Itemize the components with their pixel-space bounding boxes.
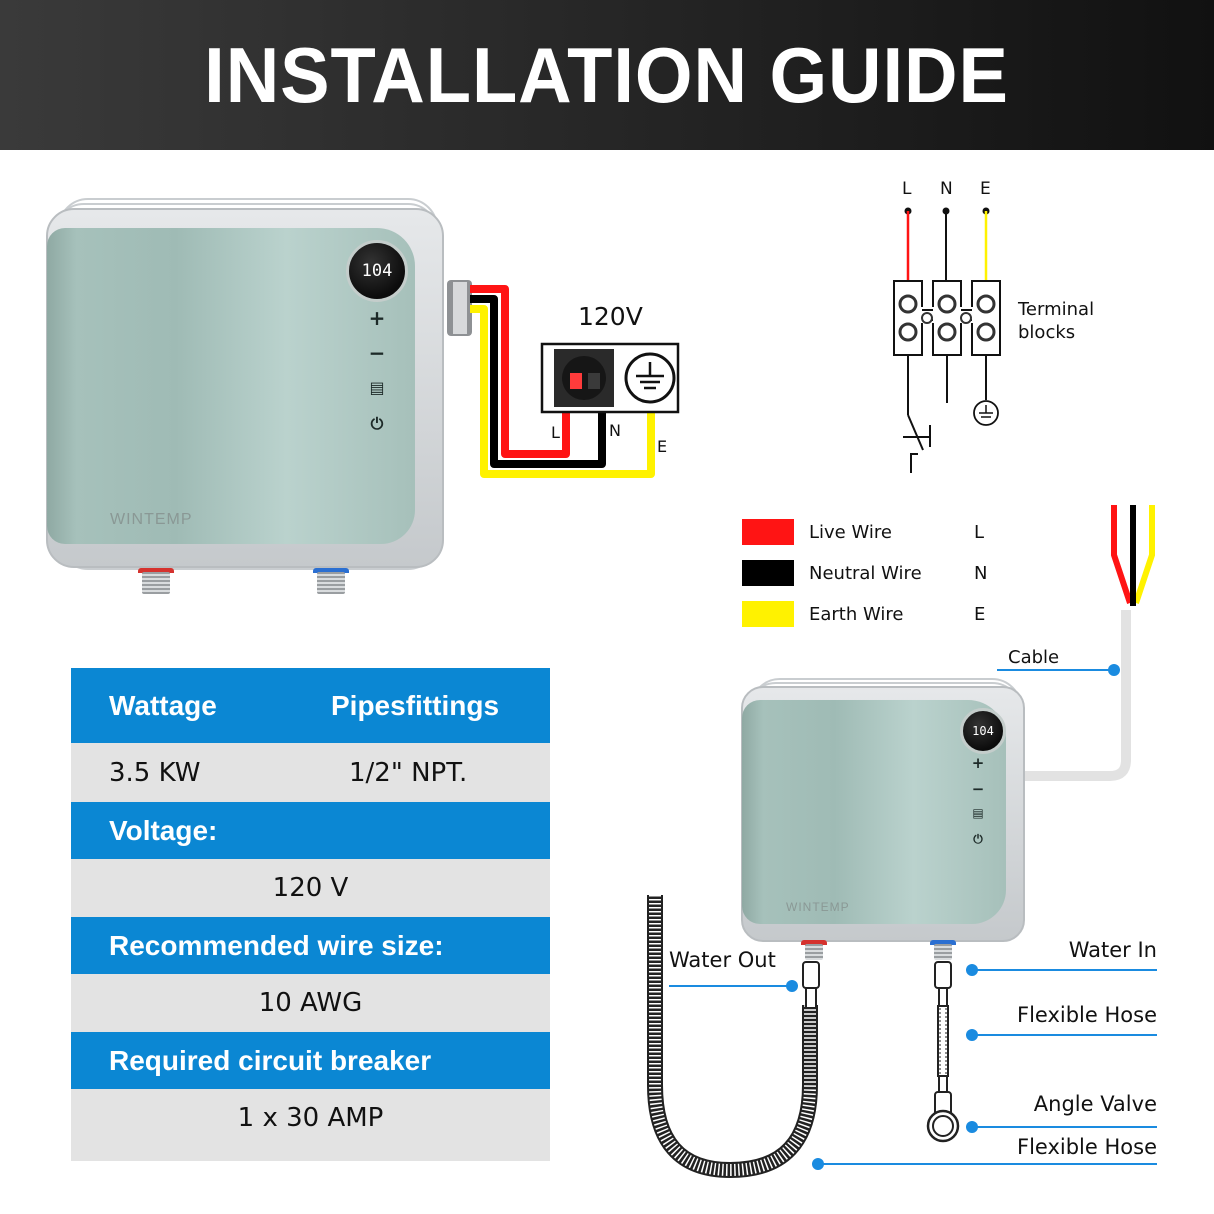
circuit-breaker-header: Required circuit breaker — [71, 1032, 550, 1089]
pipefittings-value: 1/2" NPT. — [349, 757, 468, 788]
cold-inlet-fitting — [317, 572, 345, 594]
hot-outlet-fitting — [142, 572, 170, 594]
minus-icon: − — [368, 341, 386, 365]
socket-label-live: L — [551, 423, 560, 442]
power-icon: ⏻ — [973, 832, 983, 846]
legend-neutral: Neutral Wire N — [742, 560, 987, 586]
spec-value-row-1: 3.5 KW 1/2" NPT. — [71, 743, 550, 802]
flexible-hose-label-1: Flexible Hose — [1017, 1003, 1157, 1027]
voltage-value: 120 V — [71, 859, 550, 917]
hot-outlet-fitting — [805, 944, 823, 960]
terminal-label-earth: E — [980, 179, 991, 199]
circuit-breaker-value: 1 x 30 AMP — [71, 1089, 550, 1161]
earth-wire — [470, 305, 655, 478]
brand-logo: WINTEMP — [110, 511, 193, 528]
cable-label: Cable — [1008, 647, 1060, 668]
plus-icon: + — [971, 754, 985, 772]
ground-symbol-icon — [624, 352, 676, 404]
temperature-display-small: 104 — [960, 708, 1006, 754]
temperature-display: 104 — [346, 240, 408, 302]
plus-icon: + — [368, 306, 386, 330]
menu-icon: ▤ — [972, 806, 984, 820]
earth-swatch — [742, 601, 794, 627]
legend-live: Live Wire L — [742, 519, 984, 545]
spec-header-row-1: Wattage Pipesfittings — [71, 668, 550, 743]
water-out-label: Water Out — [669, 948, 776, 972]
legend-earth: Earth Wire E — [742, 601, 985, 627]
cold-inlet-fitting — [934, 944, 952, 960]
terminal-label-live: L — [902, 179, 912, 199]
flexible-hose-label-2: Flexible Hose — [1017, 1135, 1157, 1159]
water-heater-large: 104 + − ▤ ⏻ WINTEMP — [44, 198, 450, 594]
brand-logo: WINTEMP — [786, 900, 850, 914]
voltage-label: 120V — [578, 302, 643, 331]
water-heater-small: 104 + − ▤ ⏻ WINTEMP — [740, 678, 1030, 960]
terminal-block-diagram — [893, 207, 1001, 473]
live-swatch — [742, 519, 794, 545]
socket-label-neutral: N — [609, 421, 621, 440]
voltage-header: Voltage: — [71, 802, 550, 859]
water-in-label: Water In — [1068, 938, 1157, 962]
menu-icon: ▤ — [369, 378, 385, 397]
spec-table: Wattage Pipesfittings 3.5 KW 1/2" NPT. V… — [71, 668, 550, 1161]
socket-label-earth: E — [657, 437, 668, 456]
neutral-swatch — [742, 560, 794, 586]
page-title: INSTALLATION GUIDE — [204, 30, 1010, 119]
minus-icon: − — [971, 780, 985, 798]
wattage-header: Wattage — [109, 689, 217, 721]
terminal-label-neutral: N — [940, 179, 953, 199]
wattage-value: 3.5 KW — [109, 757, 201, 788]
header-banner: INSTALLATION GUIDE — [0, 0, 1214, 150]
pipefittings-header: Pipesfittings — [331, 689, 500, 721]
cable — [1020, 610, 1131, 781]
live-wire — [470, 285, 570, 458]
angle-valve-label: Angle Valve — [1033, 1092, 1157, 1116]
terminal-blocks-caption: Terminal blocks — [1018, 299, 1095, 343]
neutral-wire — [470, 295, 606, 468]
wire-size-value: 10 AWG — [71, 974, 550, 1032]
wire-size-header: Recommended wire size: — [71, 917, 550, 974]
power-icon: ⏻ — [370, 414, 384, 433]
